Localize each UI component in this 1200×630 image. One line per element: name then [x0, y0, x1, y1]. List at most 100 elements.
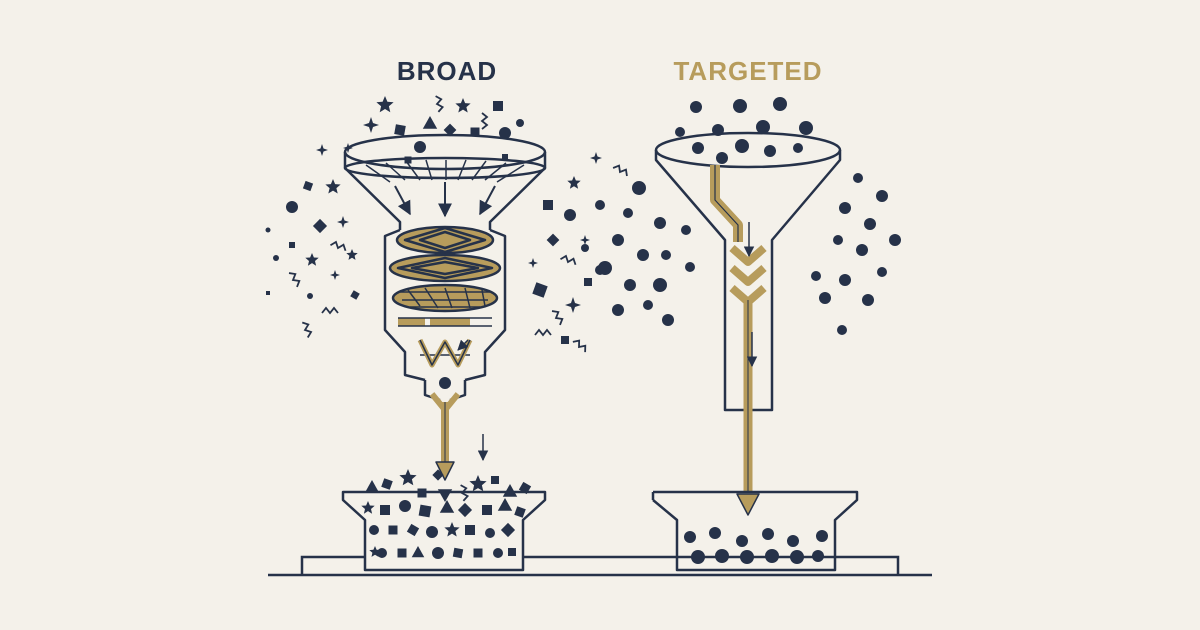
particle-dot — [662, 314, 674, 326]
broad-funnel — [343, 133, 547, 481]
particle-triangle — [497, 498, 513, 511]
particle-dot — [499, 127, 511, 139]
particle-star — [455, 98, 471, 113]
particle-dot — [691, 550, 705, 564]
particle-triangle — [422, 116, 438, 129]
particle-triangle — [365, 480, 379, 492]
particle-squiggle — [288, 272, 301, 288]
particle-star — [376, 96, 394, 113]
particle-triangle — [411, 546, 425, 558]
particle-square — [532, 282, 548, 298]
particle-dot — [675, 127, 685, 137]
particle-square — [465, 525, 475, 535]
filter-layer-4 — [398, 317, 492, 327]
particle-dot — [864, 218, 876, 230]
particle-star — [369, 546, 381, 557]
particle-dot — [485, 528, 495, 538]
particle-dot — [837, 325, 847, 335]
particle-sparkle — [590, 152, 602, 164]
particle-dot — [756, 120, 770, 134]
particle-square — [381, 478, 393, 490]
particle-dot — [369, 525, 379, 535]
filter-layer-2 — [388, 253, 502, 283]
particle-dot — [612, 234, 624, 246]
particle-square — [502, 154, 508, 160]
particle-squiggle — [435, 95, 445, 113]
particle-sparkle — [565, 297, 581, 313]
particle-sparkle — [363, 117, 379, 133]
particle-square — [432, 469, 444, 481]
particle-dot — [811, 271, 821, 281]
ground-line — [268, 555, 932, 577]
particle-squiggle — [330, 240, 347, 252]
particle-dot — [432, 547, 444, 559]
particle-dot — [735, 139, 749, 153]
particle-dot — [812, 550, 824, 562]
particle-square — [473, 548, 483, 558]
particle-dot — [833, 235, 843, 245]
particle-square — [482, 505, 492, 515]
particle-square — [518, 481, 532, 495]
particle-dot — [265, 227, 271, 233]
particle-star — [325, 179, 341, 194]
particle-sparkle — [343, 143, 353, 153]
particle-dot — [661, 250, 671, 260]
particle-star — [305, 253, 319, 266]
particle-dot — [595, 200, 605, 210]
particle-dot — [839, 274, 851, 286]
particle-dot — [426, 526, 438, 538]
particle-dot — [715, 549, 729, 563]
particle-dot — [816, 530, 828, 542]
particle-sparkle — [580, 235, 590, 245]
particle-dot — [793, 143, 803, 153]
particle-square — [543, 200, 553, 210]
particle-squiggle — [480, 112, 489, 130]
particle-dot — [799, 121, 813, 135]
particle-dot — [653, 278, 667, 292]
particle-dot — [637, 249, 649, 261]
particle-square — [508, 548, 516, 556]
particle-squiggle — [572, 339, 587, 353]
particle-dot — [273, 255, 279, 261]
particle-square — [394, 124, 406, 136]
particle-square — [417, 488, 427, 498]
particle-field — [265, 95, 901, 564]
particle-square — [514, 506, 526, 518]
particle-dot — [692, 142, 704, 154]
particle-dot — [856, 244, 868, 256]
particle-star — [361, 501, 375, 514]
particle-squiggle — [321, 306, 339, 315]
particle-star — [346, 249, 358, 260]
particle-square — [457, 502, 473, 518]
particle-star — [444, 522, 460, 537]
particle-square — [406, 523, 420, 537]
particle-star — [567, 176, 581, 189]
particle-dot — [684, 531, 696, 543]
particle-star — [469, 475, 487, 492]
particle-dot — [853, 173, 863, 183]
particle-square — [491, 476, 499, 484]
particle-square — [350, 290, 360, 300]
particle-dot — [740, 550, 754, 564]
broad-title: BROAD — [396, 56, 498, 86]
particle-dot — [598, 261, 612, 275]
particle-sparkle — [330, 270, 340, 280]
particle-dot — [787, 535, 799, 547]
particle-dot — [654, 217, 666, 229]
particle-star — [399, 469, 417, 486]
targeted-title: TARGETED — [673, 56, 823, 86]
particle-dot — [624, 279, 636, 291]
particle-dot — [564, 209, 576, 221]
filter-layer-1 — [395, 225, 495, 255]
particle-dot — [733, 99, 747, 113]
particle-sparkle — [316, 144, 328, 156]
particle-triangle — [502, 484, 518, 497]
particle-sparkle — [528, 258, 538, 268]
particle-square — [302, 180, 314, 192]
particle-dot — [839, 202, 851, 214]
filter-layer-3 — [391, 283, 499, 313]
particle-dot — [862, 294, 874, 306]
particle-square — [404, 156, 412, 164]
particle-dot — [736, 535, 748, 547]
